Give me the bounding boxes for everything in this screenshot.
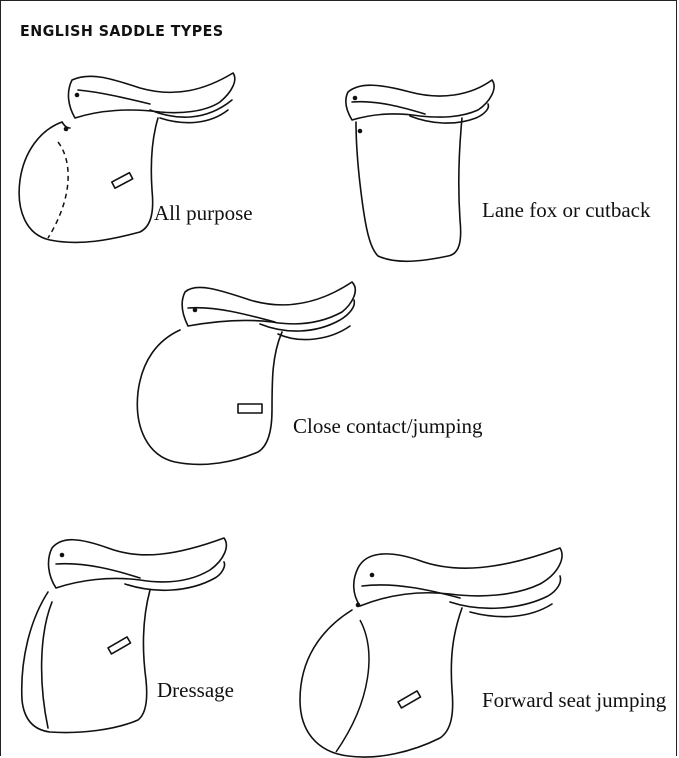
label-close-contact: Close contact/jumping (293, 414, 483, 439)
dressage-saddle-icon (22, 538, 227, 733)
lane-fox-saddle-icon (346, 80, 494, 261)
label-dressage: Dressage (157, 678, 234, 703)
label-forward-seat: Forward seat jumping (482, 688, 666, 713)
label-lane-fox: Lane fox or cutback (482, 198, 651, 223)
forward-seat-saddle-icon (300, 548, 562, 757)
label-all-purpose: All purpose (154, 201, 253, 226)
